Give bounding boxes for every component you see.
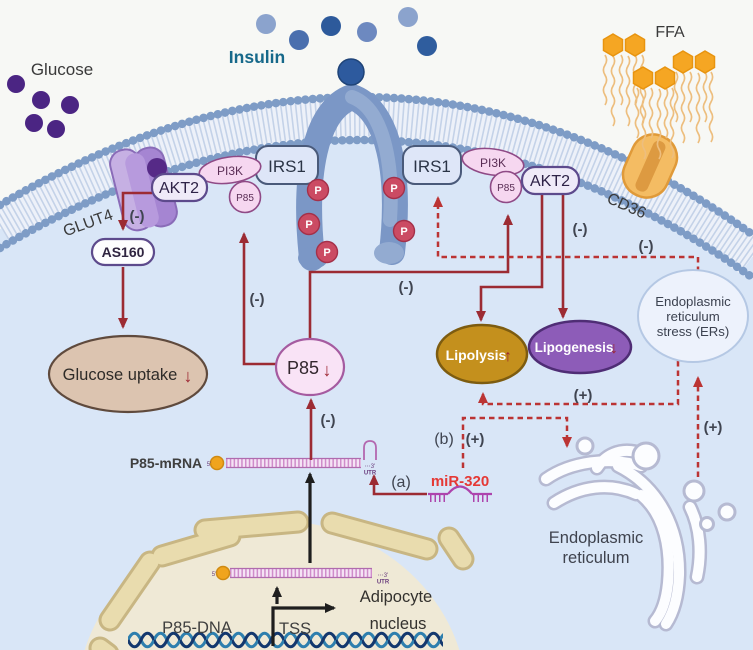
five-prime-label: 5' xyxy=(207,462,211,468)
phospho-p: P xyxy=(390,183,397,195)
mrna-hairpin-icon xyxy=(363,440,377,460)
p85hub-to-right-p85-arrow xyxy=(308,214,513,338)
glucose-molecule-in-glut4 xyxy=(147,158,167,178)
glucose-molecules xyxy=(7,75,79,138)
ffa-label: FFA xyxy=(655,24,685,41)
er-stress-line2: reticulum xyxy=(666,309,720,324)
nucleus-label-line1: Adipocyte xyxy=(360,588,432,606)
er-label-line1: Endoplasmic xyxy=(549,529,643,547)
p85-dna-label: P85-DNA xyxy=(162,619,232,637)
p85-hub-down-arrow: ↓ xyxy=(323,360,332,380)
er-stress-line1: Endoplasmic xyxy=(655,294,731,309)
nucleus-label: Adipocyte nucleus xyxy=(360,588,432,633)
sign-annotations: (-) (-) (-) (-) (-) (-) (+) (+) (+) (b) … xyxy=(130,208,723,491)
minus-sign: (-) xyxy=(250,291,265,308)
minus-sign: (-) xyxy=(639,238,654,255)
irs1-right-label: IRS1 xyxy=(413,157,451,176)
nuclear-envelope xyxy=(88,510,475,650)
tss-label: TSS xyxy=(279,620,311,638)
nucleus-label-line2: nucleus xyxy=(370,615,427,633)
phospho-p: P xyxy=(323,247,330,259)
a-annotation: (a) xyxy=(391,474,411,491)
plus-sign: (+) xyxy=(704,419,723,436)
dashed-arrows xyxy=(433,196,703,477)
lipogenesis-label: Lipogenesis xyxy=(535,340,614,355)
insulin-bound-molecule xyxy=(337,58,365,86)
cd36-transporter-icon xyxy=(621,133,679,199)
ers-to-irs1-arrow xyxy=(433,196,700,272)
mrna-cap-icon xyxy=(209,455,225,471)
p85-left-label: P85 xyxy=(236,193,254,204)
er-label-line2: reticulum xyxy=(563,549,630,567)
p85-mrna-cytoplasm xyxy=(209,440,377,471)
plus-sign: (+) xyxy=(574,387,593,404)
mrna-cap-icon xyxy=(215,565,231,581)
plus-sign: (+) xyxy=(466,431,485,448)
three-prime-label: ⋯3' xyxy=(365,464,375,470)
er-stress-circle xyxy=(637,269,749,363)
insulin-label: Insulin xyxy=(229,47,285,67)
b-annotation: (b) xyxy=(434,431,454,448)
p85-right-circle xyxy=(489,170,523,204)
tss-arrow xyxy=(271,603,336,646)
lipogenesis-down-arrow: ↓ xyxy=(610,340,618,357)
phospho-p: P xyxy=(400,226,407,238)
p85-mrna-nucleus xyxy=(215,565,372,581)
inhibition-arrows-solid xyxy=(118,191,568,496)
insulin-molecules xyxy=(256,7,437,56)
lipolysis-ellipse xyxy=(435,323,529,385)
akt2-right-label: AKT2 xyxy=(530,173,570,190)
phospho-p: P xyxy=(314,185,321,197)
endoplasmic-reticulum-organelle xyxy=(538,436,737,632)
er-stress-line3: stress (ERs) xyxy=(657,324,730,339)
utr-label: UTR xyxy=(377,580,390,586)
lipogenesis-ellipse xyxy=(527,319,633,375)
p85-right-label: P85 xyxy=(497,183,515,194)
p85hub-to-left-p85-arrow xyxy=(239,232,276,366)
utr-label: UTR xyxy=(364,471,377,477)
phospho-p: P xyxy=(305,219,312,231)
akt2-as160-arrow xyxy=(118,191,152,231)
glucose-uptake-label: Glucose uptake xyxy=(63,366,178,384)
p85-left-circle xyxy=(228,180,262,214)
ers-to-lipolysis-arrow xyxy=(478,361,680,406)
minus-sign: (-) xyxy=(130,208,145,225)
as160-label: AS160 xyxy=(102,244,145,260)
er-label: Endoplasmic reticulum xyxy=(549,529,643,567)
lipolysis-label: Lipolysis xyxy=(446,347,507,363)
pi3k-left-label: PI3K xyxy=(217,164,243,178)
irs1-right-box xyxy=(402,145,462,185)
p85-hub-oval xyxy=(274,337,346,397)
mir320-to-mrna-arrow xyxy=(369,474,427,496)
minus-sign: (-) xyxy=(321,412,336,429)
glucose-label: Glucose xyxy=(31,60,93,79)
minus-sign: (-) xyxy=(573,221,588,238)
minus-sign: (-) xyxy=(399,279,414,296)
akt2-left-pill xyxy=(150,172,209,203)
phospho-sites: P P P P P xyxy=(297,176,416,264)
p85-mrna-label: P85-mRNA xyxy=(130,455,202,471)
pi3k-right-oval xyxy=(461,147,525,177)
akt2-left-label: AKT2 xyxy=(159,180,199,197)
as160-pill xyxy=(90,237,156,267)
er-stress-label: Endoplasmic reticulum stress (ERs) xyxy=(655,294,731,339)
mir320-label: miR-320 xyxy=(431,473,489,490)
glucose-uptake-ellipse xyxy=(47,334,209,414)
lipolysis-up-arrow: ↑ xyxy=(504,348,512,365)
dna-double-helix xyxy=(128,629,443,650)
akt2-lipolysis-arrow xyxy=(476,195,544,322)
cytoplasm-background xyxy=(0,124,753,650)
akt2-right-pill xyxy=(520,165,581,196)
mrna-end-annotations: 5' ⋯3' UTR 5' ⋯3' UTR xyxy=(207,462,390,586)
adipocyte-nucleus xyxy=(84,510,475,650)
three-prime-label: ⋯3' xyxy=(378,573,388,579)
glucose-uptake-down-arrow: ↓ xyxy=(184,366,193,386)
irs1-left-label: IRS1 xyxy=(268,157,306,176)
transcription-arrows xyxy=(271,472,336,646)
five-prime-label: 5' xyxy=(212,572,216,578)
p85-hub-label: P85 xyxy=(287,358,319,378)
pi3k-right-label: PI3K xyxy=(480,156,506,170)
mir320-structure-icon xyxy=(428,485,492,502)
